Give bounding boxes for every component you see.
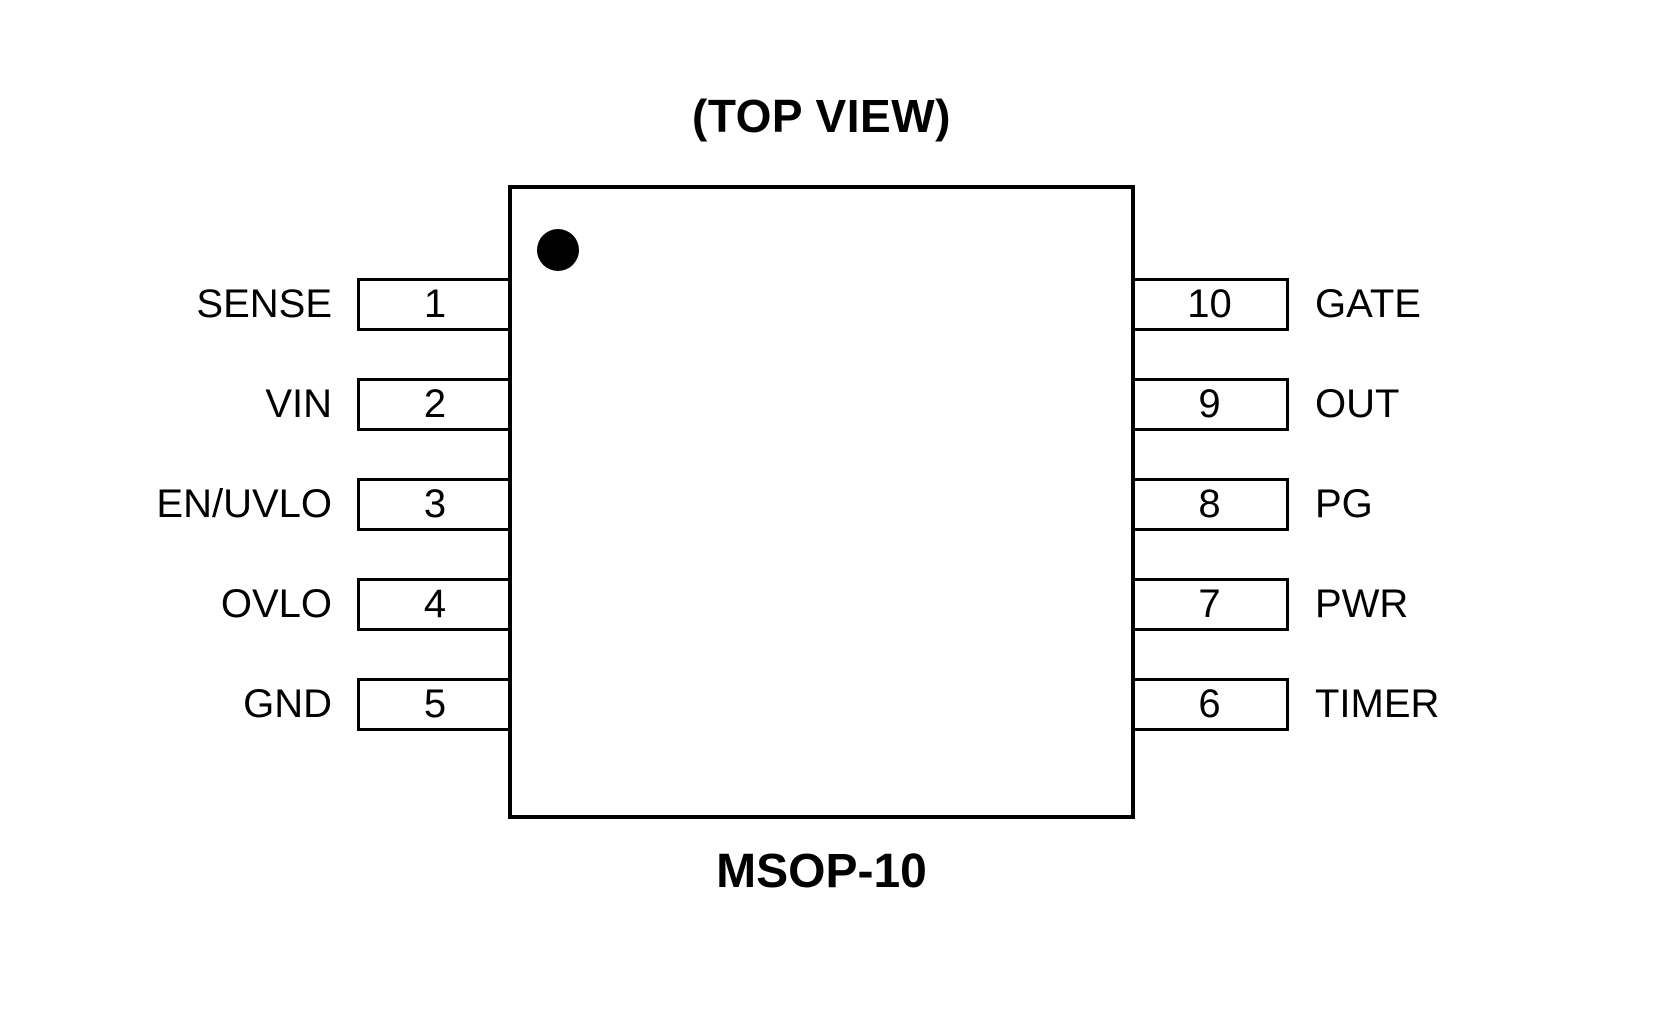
pin-box-7: 7	[1130, 578, 1289, 631]
pin-box-2: 2	[357, 378, 513, 431]
pin-label-gnd: GND	[243, 682, 332, 726]
pin-box-10: 10	[1130, 278, 1289, 331]
pin1-indicator-dot	[537, 229, 579, 271]
pin-label-timer: TIMER	[1315, 682, 1440, 726]
pin-label-pg: PG	[1315, 482, 1373, 526]
pin-box-8: 8	[1130, 478, 1289, 531]
pin-box-6: 6	[1130, 678, 1289, 731]
pin-label-en-uvlo: EN/UVLO	[156, 482, 332, 526]
pin-box-5: 5	[357, 678, 513, 731]
pin-box-3: 3	[357, 478, 513, 531]
pin-box-9: 9	[1130, 378, 1289, 431]
package-name: MSOP-10	[716, 845, 927, 898]
pin-box-1: 1	[357, 278, 513, 331]
chip-body	[508, 185, 1135, 819]
pin-label-sense: SENSE	[196, 282, 332, 326]
pin-label-gate: GATE	[1315, 282, 1421, 326]
pin-label-out: OUT	[1315, 382, 1400, 426]
pin-label-vin: VIN	[265, 382, 332, 426]
diagram-title: (TOP VIEW)	[692, 90, 951, 142]
pin-label-pwr: PWR	[1315, 582, 1409, 626]
pin-box-4: 4	[357, 578, 513, 631]
pin-label-ovlo: OVLO	[220, 582, 332, 626]
